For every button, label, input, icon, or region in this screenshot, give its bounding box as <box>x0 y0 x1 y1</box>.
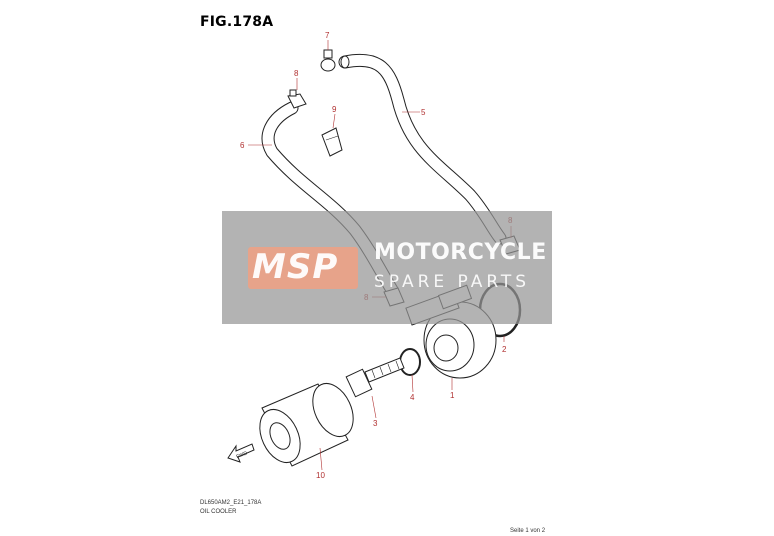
fwd-arrow-icon <box>227 443 255 463</box>
callout-8-top[interactable]: 8 <box>294 69 299 78</box>
callout-7[interactable]: 7 <box>325 31 330 40</box>
page-number: Seite 1 von 2 <box>510 528 546 534</box>
watermark-name: MOTORCYCLE <box>374 240 547 265</box>
footer-code: DL650AM2_E21_178A <box>200 500 262 506</box>
callout-10[interactable]: 10 <box>316 471 325 480</box>
callout-6[interactable]: 6 <box>240 141 245 150</box>
footer-name: OIL COOLER <box>200 509 237 515</box>
callout-2[interactable]: 2 <box>502 345 507 354</box>
callout-4[interactable]: 4 <box>410 393 415 402</box>
figure-title: FIG.178A <box>200 14 274 30</box>
bolt-3[interactable] <box>345 357 405 398</box>
callout-1[interactable]: 1 <box>450 391 455 400</box>
watermark-logo-text: MSP <box>252 247 339 287</box>
clamp-7[interactable] <box>320 49 336 72</box>
fwd-label: FWD <box>236 450 249 460</box>
gasket-4[interactable] <box>399 348 421 376</box>
clamp-8-top[interactable] <box>287 89 307 109</box>
callout-9[interactable]: 9 <box>332 105 337 114</box>
clip-9[interactable] <box>321 127 343 157</box>
callout-5[interactable]: 5 <box>421 108 426 117</box>
watermark-logo <box>248 247 358 289</box>
callout-3[interactable]: 3 <box>373 419 378 428</box>
watermark-sub: SPARE PARTS <box>374 272 531 292</box>
oil-filter-10[interactable] <box>252 377 361 469</box>
